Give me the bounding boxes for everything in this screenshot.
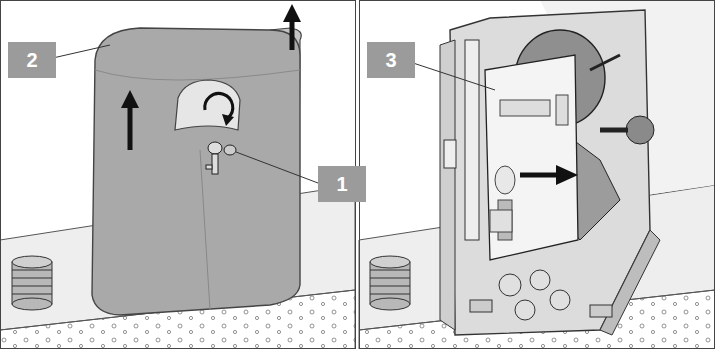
leader-line <box>404 60 495 90</box>
panel-right <box>359 0 715 349</box>
panel-left <box>0 0 355 349</box>
leader-line <box>236 152 318 183</box>
callout-number: 3 <box>367 42 415 78</box>
coin-stack <box>12 256 52 310</box>
housing-cover <box>92 4 301 315</box>
callout-number: 1 <box>318 166 366 202</box>
open-housing <box>440 10 660 335</box>
panel-border <box>360 1 715 349</box>
coin-stack <box>370 256 410 310</box>
panel-border <box>1 1 356 349</box>
callout-number: 2 <box>8 42 56 78</box>
